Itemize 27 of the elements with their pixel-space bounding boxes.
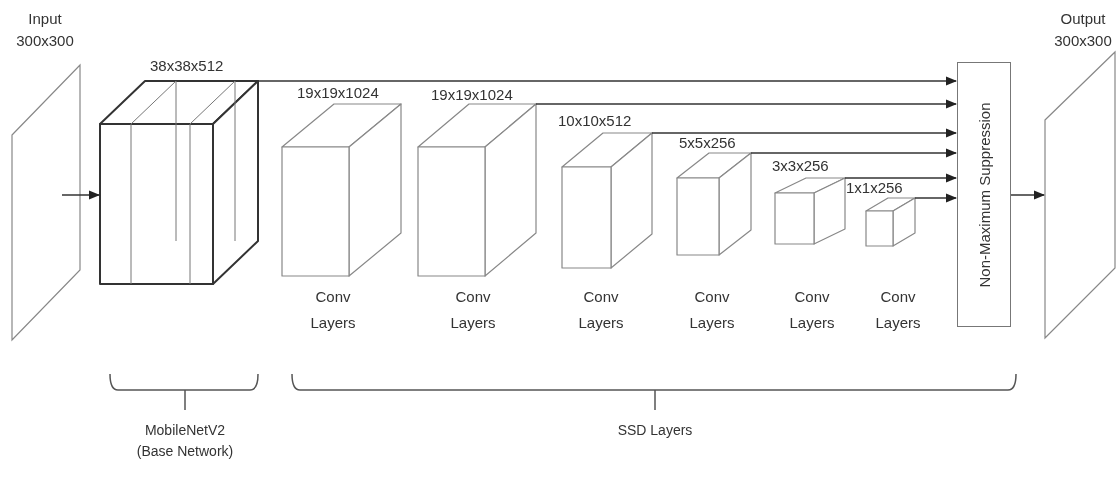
tensor-size-label: 1x1x256 — [846, 178, 903, 198]
plane-label: Output 300x300 — [1053, 9, 1113, 51]
arrow — [1010, 190, 1046, 200]
layer-label: Conv Layers — [449, 287, 497, 333]
tensor-size-label: 10x10x512 — [558, 111, 632, 131]
layer-label: Conv Layers — [577, 287, 625, 333]
arrow — [914, 193, 958, 203]
group-label: SSD Layers — [616, 421, 694, 440]
layer-label: Conv Layers — [688, 287, 736, 333]
tensor-size-label: 5x5x256 — [679, 133, 736, 153]
plane-label: Input 300x300 — [15, 9, 75, 51]
process-label: Non-Maximum Suppression — [975, 101, 993, 288]
tensor-size-label: 38x38x512 — [150, 56, 224, 76]
layer-label: Conv Layers — [788, 287, 836, 333]
arrow — [61, 190, 101, 200]
layer-label: Conv Layers — [874, 287, 922, 333]
arrow — [844, 173, 958, 183]
tensor-size-label: 3x3x256 — [772, 156, 829, 176]
process-box — [957, 62, 1011, 327]
layer-label: Conv Layers — [309, 287, 357, 333]
arrow — [535, 99, 958, 109]
arrow — [750, 148, 958, 158]
tensor-size-label: 19x19x1024 — [431, 85, 513, 105]
tensor-size-label: 19x19x1024 — [297, 83, 379, 103]
arrow — [257, 76, 958, 86]
group-label: MobileNetV2 (Base Network) — [135, 421, 235, 461]
arrow — [651, 128, 958, 138]
